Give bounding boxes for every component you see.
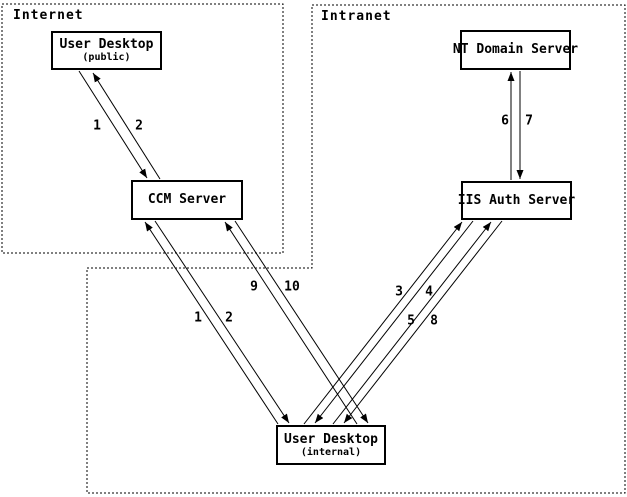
node-title: CCM Server [147, 192, 227, 207]
internet-region-label: Internet [13, 8, 84, 23]
arrow-internal-desktop-to-iis-second [332, 221, 492, 425]
node-user-desktop-internal: User Desktop (internal) [276, 425, 386, 465]
node-subtitle: (public) [82, 52, 131, 63]
flow-label-step2-public: 2 [135, 118, 143, 134]
node-iis-auth-server: IIS Auth Server [457, 181, 576, 220]
node-title: User Desktop [284, 431, 378, 447]
flow-label-step3: 3 [395, 284, 403, 300]
arrow-internal-desktop-to-ccm-second [224, 221, 358, 425]
intranet-region-border [86, 4, 626, 494]
flow-label-step9: 9 [250, 279, 258, 295]
arrow-ccm-to-internal-desktop-second [234, 220, 369, 424]
node-user-desktop-public: User Desktop (public) [51, 31, 162, 70]
flow-label-step1-public: 1 [93, 118, 101, 134]
flow-label-step10: 10 [284, 279, 300, 295]
node-title: IIS Auth Server [457, 192, 576, 208]
arrow-iis-to-internal-desktop-second [343, 220, 503, 424]
node-nt-domain-server: NT Domain Server [453, 30, 578, 70]
flow-label-step1-internal: 1 [194, 310, 202, 326]
node-ccm-server: CCM Server [131, 180, 243, 220]
arrow-public-desktop-to-ccm [78, 70, 148, 179]
flow-label-step7: 7 [525, 113, 533, 129]
flow-label-step6: 6 [501, 113, 509, 129]
flow-label-step5: 5 [407, 313, 415, 329]
node-subtitle: (internal) [300, 446, 362, 458]
arrow-ccm-to-public-desktop [92, 72, 161, 180]
arrow-iis-to-internal-desktop-first [314, 220, 474, 424]
flow-label-step2-internal: 2 [225, 310, 233, 326]
intranet-region-label: Intranet [321, 9, 392, 24]
node-title: User Desktop [59, 37, 154, 52]
node-title: NT Domain Server [452, 42, 579, 57]
arrow-internal-desktop-to-iis-first [303, 221, 463, 425]
internet-region-border [1, 3, 284, 254]
arrow-ccm-to-internal-desktop [154, 220, 290, 424]
flow-label-step8: 8 [430, 313, 438, 329]
arrow-internal-desktop-to-ccm [144, 221, 279, 425]
flow-label-step4: 4 [425, 284, 433, 300]
